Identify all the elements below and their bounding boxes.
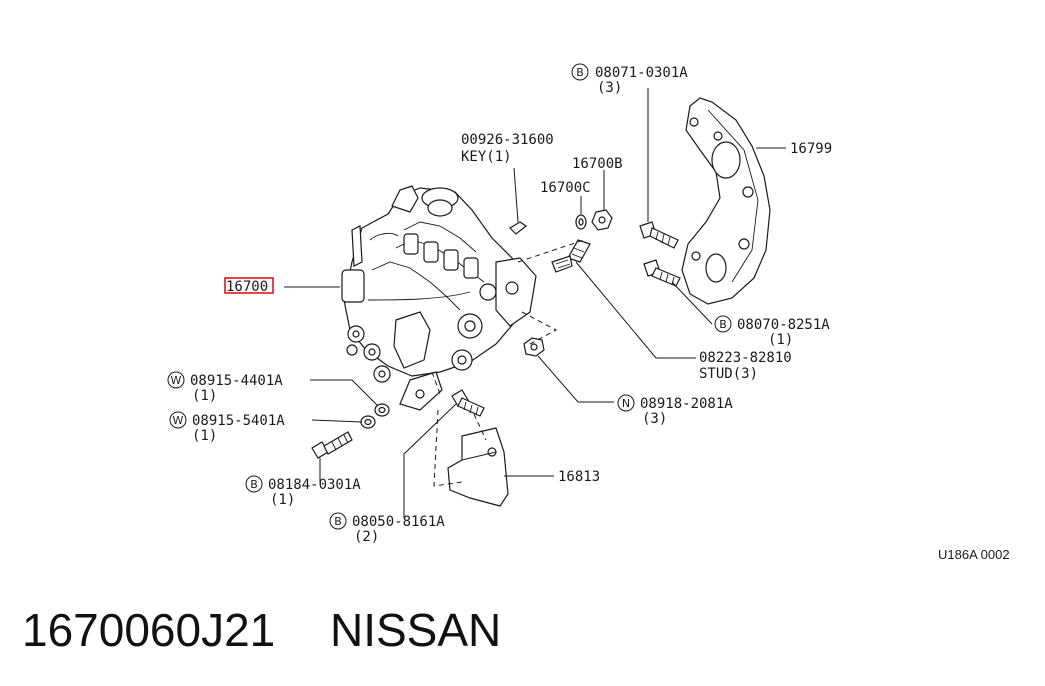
bolt-08070 [643,259,681,287]
footer-part-number: 1670060J21 [22,604,275,656]
bracket-16799-drawing [681,97,771,305]
badge-08050: B [334,515,342,528]
callout-08915-5401a-code: 08915-5401A [192,413,285,429]
callout-08915-4401a-qty: (1) [192,388,217,404]
bolt-08184 [311,431,353,459]
callout-00926-desc: KEY(1) [461,149,512,165]
callout-08070-code: 08070-8251A [737,317,830,333]
callout-08071-qty: (3) [597,80,622,96]
callout-08915-5401a-qty: (1) [192,428,217,444]
callout-16700-code: 16700 [226,279,268,295]
callout-16799-code: 16799 [790,141,832,157]
callout-08184-code: 08184-0301A [268,477,361,493]
badge-08915-5401a: W [173,414,184,427]
callout-08915-4401a-code: 08915-4401A [190,373,283,389]
badge-08918: N [622,397,630,410]
key-part [509,221,528,235]
callout-08223-code: 08223-82810 [699,350,792,366]
diagram-code: U186A 0002 [938,547,1010,562]
callout-00926-code: 00926-31600 [461,132,554,148]
highlight-box-16700 [224,277,274,294]
callout-16700b-code: 16700B [572,156,623,172]
callout-08050-code: 08050-8161A [352,514,445,530]
injection-pump-drawing [341,185,537,411]
callout-08918-qty: (3) [642,411,667,427]
footer-brand: NISSAN [330,604,501,656]
stud-drawing [551,239,591,273]
callout-16700c-code: 16700C [540,180,591,196]
callout-08050-qty: (2) [354,529,379,545]
bracket-16813-drawing [447,427,509,507]
callout-16813-code: 16813 [558,469,600,485]
badge-08071: B [576,66,584,79]
badge-08070: B [719,318,727,331]
callout-08071-code: 08071-0301A [595,65,688,81]
bolt-08050 [451,389,485,417]
callout-08918-code: 08918-2081A [640,396,733,412]
callout-08223-desc: STUD(3) [699,366,758,382]
bolt-08071 [639,221,679,249]
badge-08184: B [250,478,258,491]
badge-08915-4401a: W [171,374,182,387]
callout-08184-qty: (1) [270,492,295,508]
callout-08070-qty: (1) [768,332,793,348]
